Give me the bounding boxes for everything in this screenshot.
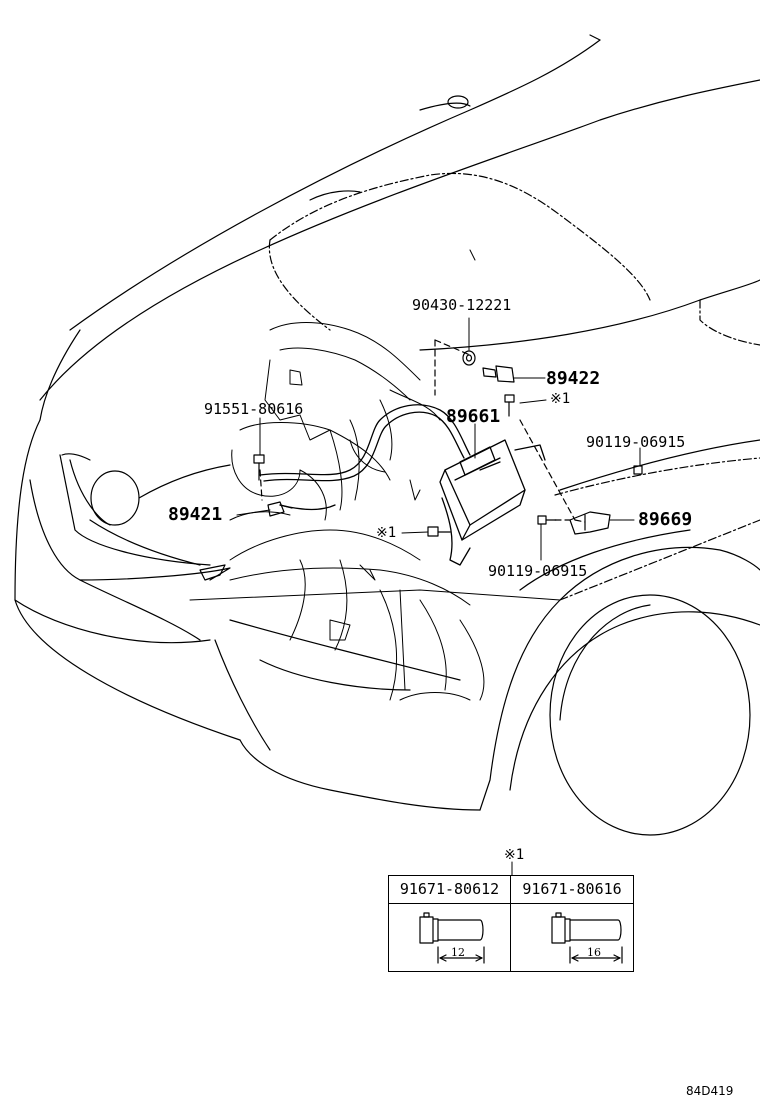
note-mark-left: ※1 bbox=[376, 525, 397, 541]
bolt-16-drawing bbox=[551, 912, 623, 964]
bolt-length-16: 16 bbox=[587, 946, 601, 959]
hood-outline bbox=[39, 34, 760, 421]
engine-assembly-sketch bbox=[189, 322, 561, 701]
phantom-lines bbox=[259, 339, 586, 523]
bolt-table-column-right: 91671-80616 bbox=[511, 876, 633, 971]
wiring-harness bbox=[259, 404, 471, 511]
bolt-table-column-left: 91671-80612 bbox=[389, 876, 511, 971]
bolt-table-header-right: 91671-80616 bbox=[511, 876, 633, 904]
front-bumper-outline bbox=[14, 419, 481, 811]
leader-lines bbox=[236, 249, 641, 561]
part-label-89421: 89421 bbox=[168, 504, 223, 525]
headlamp-outline bbox=[69, 459, 231, 526]
part-label-90119-06915-lower: 90119-06915 bbox=[488, 562, 588, 580]
cowl-outline bbox=[419, 279, 760, 496]
illustration-reference-code: 84D419 bbox=[686, 1084, 734, 1098]
bolt-reference-table: 91671-80612 91671-80616 bbox=[388, 875, 634, 972]
part-label-89661: 89661 bbox=[446, 406, 501, 427]
part-label-90430-12221: 90430-12221 bbox=[412, 296, 512, 314]
bolt-12-drawing bbox=[419, 912, 485, 964]
part-label-90119-06915-upper: 90119-06915 bbox=[586, 433, 686, 451]
bolt-table-body-right bbox=[511, 903, 633, 971]
bolt-table-body-left bbox=[389, 903, 510, 971]
part-label-89669: 89669 bbox=[638, 509, 693, 530]
bolt-table-header-left: 91671-80612 bbox=[389, 876, 510, 904]
part-label-91551-80616: 91551-80616 bbox=[204, 400, 304, 418]
ecu-module-drawing bbox=[439, 439, 546, 566]
note-mark-upper: ※1 bbox=[550, 391, 571, 407]
note-mark-table: ※1 bbox=[504, 847, 525, 863]
bolt-length-12: 12 bbox=[451, 946, 465, 959]
fastener-symbols bbox=[253, 350, 643, 537]
fender-wheel-outline bbox=[479, 519, 760, 836]
part-label-89422: 89422 bbox=[546, 368, 601, 389]
